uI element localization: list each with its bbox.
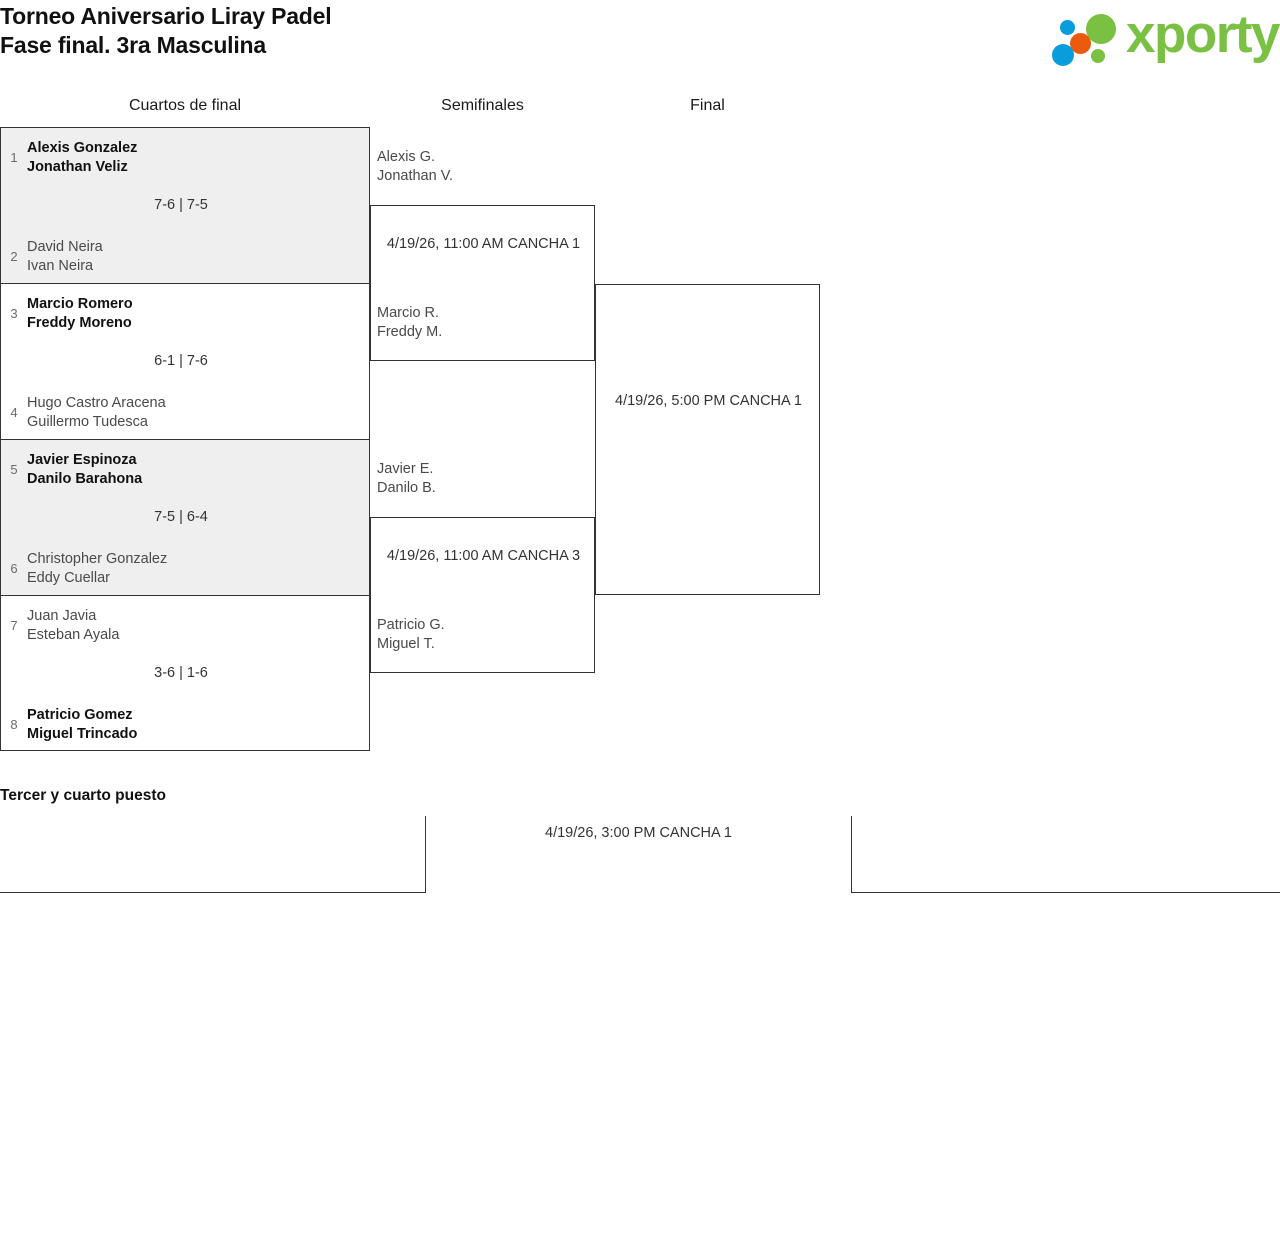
- tournament-phase: Fase final. 3ra Masculina: [0, 32, 267, 59]
- match-schedule: 4/19/26, 5:00 PM CANCHA 1: [615, 393, 802, 409]
- match-team-bottom: 6 Christopher Gonzalez Eddy Cuellar: [1, 550, 361, 587]
- round-header-semifinals: Semifinales: [441, 97, 524, 114]
- player-name: Javier Espinoza: [27, 452, 137, 468]
- player-name: Juan Javia: [27, 608, 97, 624]
- third-place-section: Tercer y cuarto puesto 4/19/26, 3:00 PM …: [0, 780, 1280, 910]
- logo-dot-blue-small-icon: [1060, 20, 1075, 35]
- match-quarterfinal-4[interactable]: 7 Juan Javia Esteban Ayala 3-6 | 1-6 8 P…: [0, 595, 370, 751]
- semifinal-2-team-top: Javier E. Danilo B.: [377, 460, 436, 497]
- round-header-final: Final: [690, 97, 725, 114]
- player-name: Hugo Castro Aracena: [27, 395, 166, 411]
- player-name: Esteban Ayala: [27, 626, 120, 643]
- player-name: Marcio R.: [377, 305, 440, 321]
- player-name: Danilo Barahona: [27, 470, 143, 487]
- team-players: Patricio Gomez Miguel Trincado: [27, 706, 137, 743]
- seed-number: 6: [10, 561, 18, 577]
- player-name: Miguel T.: [377, 635, 435, 652]
- logo-dots-icon: [1050, 12, 1130, 66]
- match-semifinal-2[interactable]: 4/19/26, 11:00 AM CANCHA 3: [370, 517, 595, 673]
- page-header: Torneo Aniversario Liray Padel Fase fina…: [0, 0, 1280, 90]
- match-team-bottom: 4 Hugo Castro Aracena Guillermo Tudesca: [1, 394, 361, 431]
- team-players: Juan Javia Esteban Ayala: [27, 607, 119, 644]
- player-name: Patricio Gomez: [27, 707, 133, 723]
- team-players: David Neira Ivan Neira: [27, 238, 103, 275]
- match-team-bottom: 8 Patricio Gomez Miguel Trincado: [1, 706, 361, 743]
- player-name: Alexis G.: [377, 149, 436, 165]
- match-team-top: 3 Marcio Romero Freddy Moreno: [1, 295, 361, 332]
- player-name: Guillermo Tudesca: [27, 413, 148, 430]
- player-name: Eddy Cuellar: [27, 569, 111, 586]
- tournament-name: Torneo Aniversario Liray Padel: [0, 3, 332, 29]
- player-name: Jonathan V.: [377, 167, 454, 184]
- match-score: 7-6 | 7-5: [154, 197, 208, 213]
- team-players: Alexis Gonzalez Jonathan Veliz: [27, 139, 137, 176]
- match-semifinal-1[interactable]: 4/19/26, 11:00 AM CANCHA 1: [370, 205, 595, 361]
- player-name: Miguel Trincado: [27, 725, 138, 742]
- match-team-top: 1 Alexis Gonzalez Jonathan Veliz: [1, 139, 361, 176]
- match-score: 7-5 | 6-4: [154, 509, 208, 525]
- semifinal-1-team-bottom: Marcio R. Freddy M.: [377, 304, 442, 341]
- seed-number: 5: [10, 462, 18, 478]
- tournament-bracket: 1 Alexis Gonzalez Jonathan Veliz 7-6 | 7…: [0, 127, 820, 751]
- match-schedule: 4/19/26, 11:00 AM CANCHA 1: [386, 236, 581, 252]
- third-place-left-bracket: [0, 816, 426, 893]
- team-players: Christopher Gonzalez Eddy Cuellar: [27, 550, 167, 587]
- player-name: Freddy Moreno: [27, 314, 132, 331]
- match-team-top: 5 Javier Espinoza Danilo Barahona: [1, 451, 361, 488]
- player-name: Ivan Neira: [27, 257, 94, 274]
- logo-dot-green-large-icon: [1086, 14, 1116, 44]
- player-name: Marcio Romero: [27, 296, 133, 312]
- match-score: 3-6 | 1-6: [154, 665, 208, 681]
- match-schedule: 4/19/26, 11:00 AM CANCHA 3: [386, 548, 581, 564]
- round-header-quarterfinals: Cuartos de final: [128, 97, 242, 114]
- match-final[interactable]: 4/19/26, 5:00 PM CANCHA 1: [595, 284, 820, 595]
- match-quarterfinal-1[interactable]: 1 Alexis Gonzalez Jonathan Veliz 7-6 | 7…: [0, 127, 370, 283]
- xporty-logo[interactable]: xporty: [1036, 5, 1280, 68]
- third-place-right-bracket: [851, 816, 1280, 893]
- player-name: David Neira: [27, 239, 103, 255]
- player-name: Javier E.: [377, 461, 434, 477]
- seed-number: 1: [10, 150, 18, 166]
- team-players: Javier Espinoza Danilo Barahona: [27, 451, 142, 488]
- seed-number: 3: [10, 306, 18, 322]
- third-place-title: Tercer y cuarto puesto: [0, 787, 166, 804]
- team-players: Hugo Castro Aracena Guillermo Tudesca: [27, 394, 166, 431]
- third-place-schedule: 4/19/26, 3:00 PM CANCHA 1: [545, 825, 732, 841]
- match-score: 6-1 | 7-6: [154, 353, 208, 369]
- seed-number: 2: [10, 249, 18, 265]
- seed-number: 8: [10, 717, 18, 733]
- player-name: Danilo B.: [377, 479, 436, 496]
- player-name: Freddy M.: [377, 323, 443, 340]
- player-name: Christopher Gonzalez: [27, 551, 168, 567]
- player-name: Patricio G.: [377, 617, 445, 633]
- match-quarterfinal-3[interactable]: 5 Javier Espinoza Danilo Barahona 7-5 | …: [0, 439, 370, 595]
- semifinal-1-team-top: Alexis G. Jonathan V.: [377, 148, 453, 185]
- logo-dot-blue-large-icon: [1052, 44, 1074, 66]
- player-name: Jonathan Veliz: [27, 158, 128, 175]
- match-quarterfinal-2[interactable]: 3 Marcio Romero Freddy Moreno 6-1 | 7-6 …: [0, 283, 370, 439]
- semifinal-2-team-bottom: Patricio G. Miguel T.: [377, 616, 445, 653]
- team-players: Marcio Romero Freddy Moreno: [27, 295, 133, 332]
- tournament-title: Torneo Aniversario Liray Padel Fase fina…: [0, 2, 332, 61]
- seed-number: 4: [10, 405, 18, 421]
- seed-number: 7: [10, 618, 18, 634]
- match-team-bottom: 2 David Neira Ivan Neira: [1, 238, 361, 275]
- logo-dot-orange-icon: [1070, 33, 1091, 54]
- match-team-top: 7 Juan Javia Esteban Ayala: [1, 607, 361, 644]
- player-name: Alexis Gonzalez: [27, 140, 138, 156]
- logo-dot-green-small-icon: [1091, 49, 1105, 63]
- logo-wordmark: xporty: [1126, 5, 1280, 64]
